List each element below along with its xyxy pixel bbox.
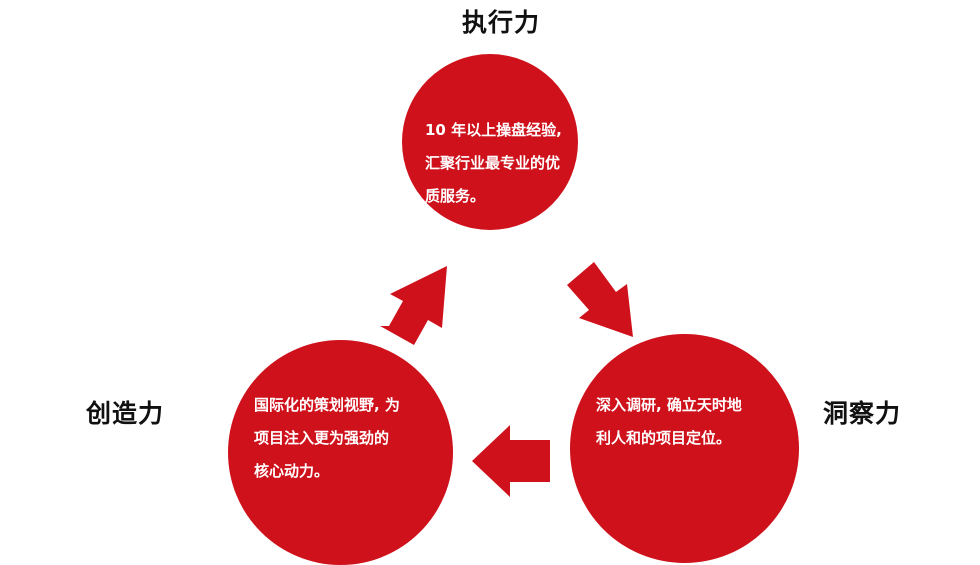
node-title-creativity: 创造力 — [86, 399, 165, 428]
node-text-line: 10 年以上操盘经验, — [425, 121, 562, 139]
node-title-insight: 洞察力 — [823, 399, 902, 428]
node-text-insight: 深入调研, 确立天时地 利人和的项目定位。 — [596, 389, 742, 455]
arrow-insight-to-creativity — [472, 425, 550, 497]
node-circle-creativity — [228, 340, 453, 565]
node-text-line: 利人和的项目定位。 — [596, 429, 732, 447]
node-text-line: 项目注入更为强劲的 — [254, 429, 390, 447]
node-title-execution: 执行力 — [462, 8, 541, 37]
node-text-line: 汇聚行业最专业的优 — [425, 154, 561, 172]
node-text-line: 核心动力。 — [254, 462, 330, 480]
node-text-line: 深入调研, 确立天时地 — [596, 396, 742, 414]
node-text-line: 质服务。 — [425, 187, 486, 205]
node-text-line: 国际化的策划视野, 为 — [254, 396, 400, 414]
node-text-execution: 10 年以上操盘经验, 汇聚行业最专业的优 质服务。 — [425, 114, 562, 213]
node-circle-execution — [402, 54, 578, 230]
node-text-creativity: 国际化的策划视野, 为 项目注入更为强劲的 核心动力。 — [254, 389, 400, 488]
arrow-execution-to-insight — [567, 262, 633, 337]
node-circle-insight — [570, 334, 799, 563]
arrow-creativity-to-execution — [380, 266, 447, 345]
